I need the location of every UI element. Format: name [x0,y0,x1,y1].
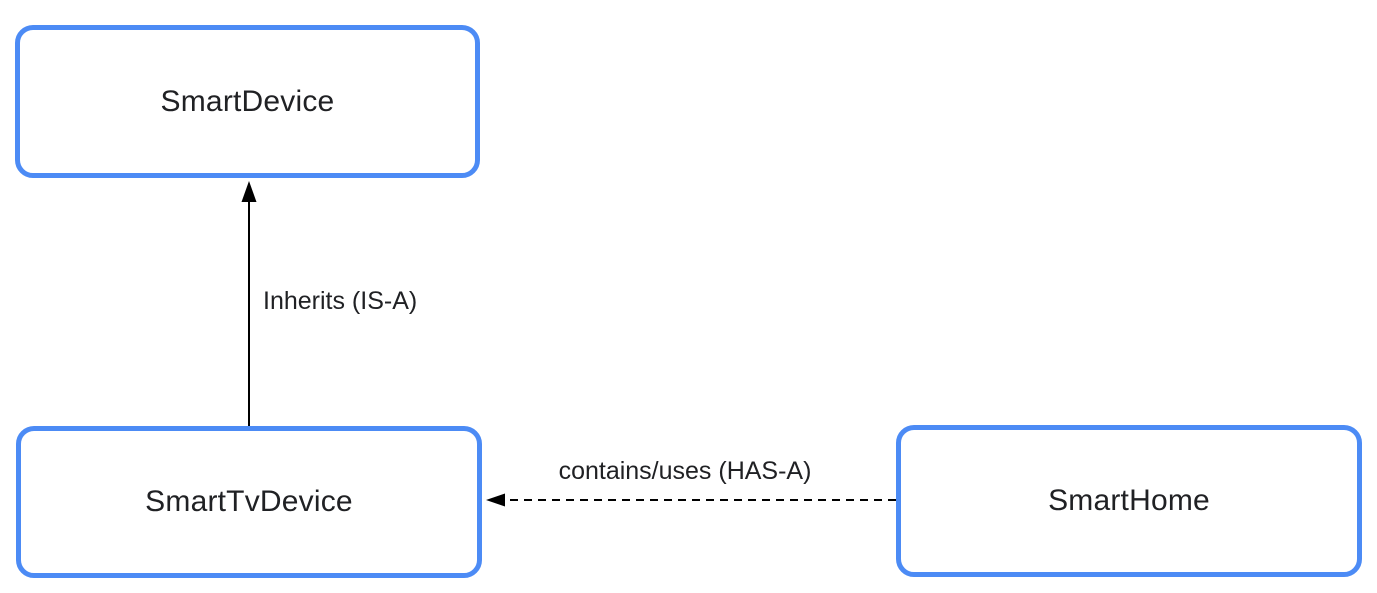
node-smart-tv-device-label: SmartTvDevice [145,485,353,518]
node-smart-device-label: SmartDevice [160,84,335,118]
node-smart-home-label: SmartHome [1048,484,1210,517]
inheritance-arrow [241,181,257,426]
inheritance-edge-label: Inherits (IS-A) [263,287,418,315]
composition-arrowhead [486,493,505,507]
node-smart-device: SmartDevice [15,25,480,178]
node-smart-tv-device: SmartTvDevice [16,426,482,578]
inheritance-arrowhead [241,181,257,202]
composition-arrow [486,493,896,507]
composition-edge-label: contains/uses (HAS-A) [558,457,812,485]
node-smart-home: SmartHome [896,425,1362,577]
